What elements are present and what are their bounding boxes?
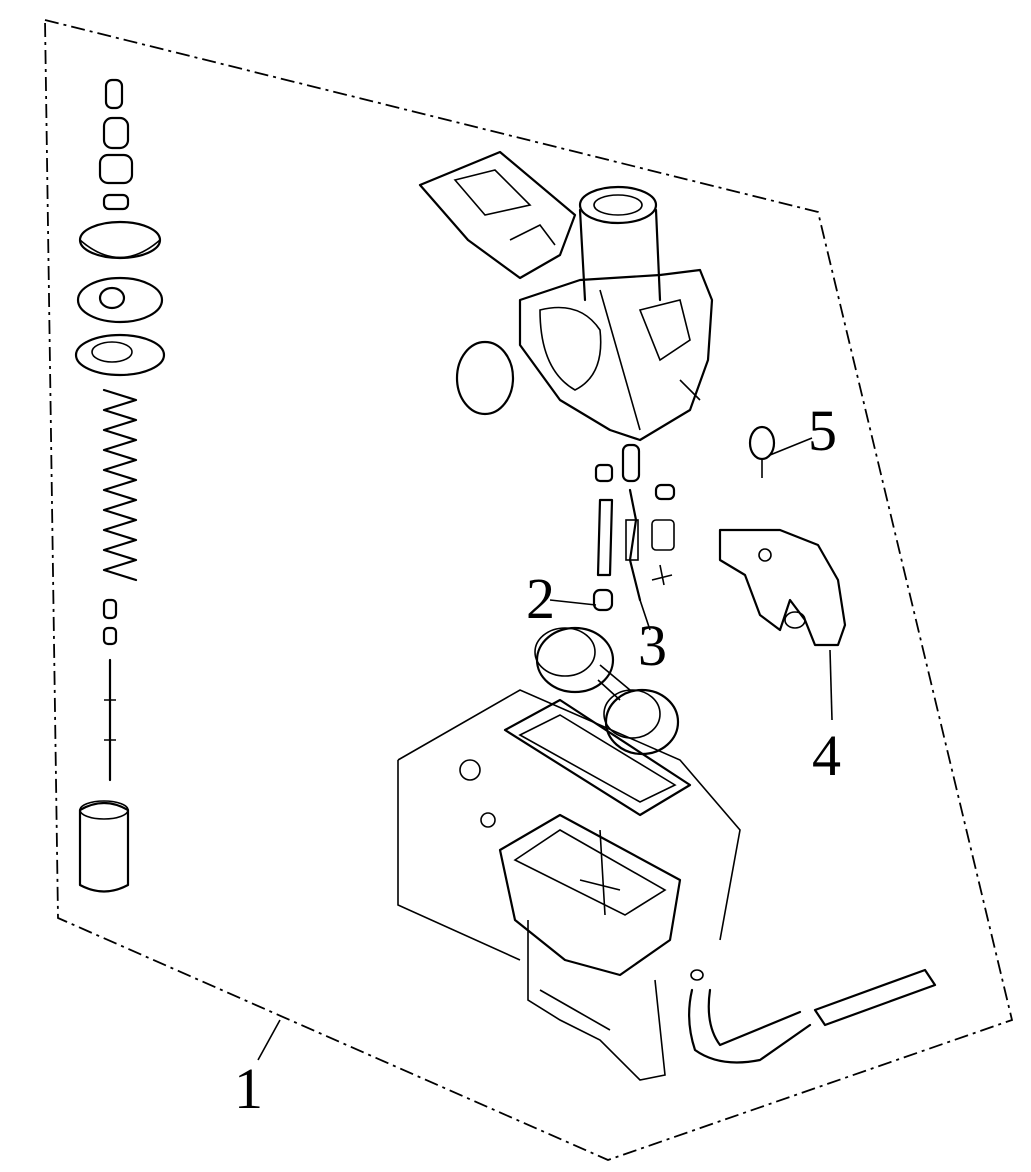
jet-parts	[592, 425, 776, 612]
callout-2: 2	[526, 566, 555, 631]
assembly-boundary	[44, 18, 1014, 1161]
drain-tube	[688, 968, 937, 1064]
float-assembly	[534, 626, 680, 756]
needle-slide-parts	[74, 78, 166, 893]
leader-lines	[257, 437, 833, 1061]
float-chamber	[397, 689, 741, 1081]
callout-3: 3	[638, 613, 667, 678]
callout-1: 1	[234, 1056, 263, 1121]
throttle-bracket	[718, 528, 847, 647]
callout-5: 5	[808, 398, 837, 463]
callout-4: 4	[812, 723, 841, 788]
carburetor-body	[418, 150, 714, 442]
callouts: 1 2 3 4 5	[234, 398, 841, 1121]
